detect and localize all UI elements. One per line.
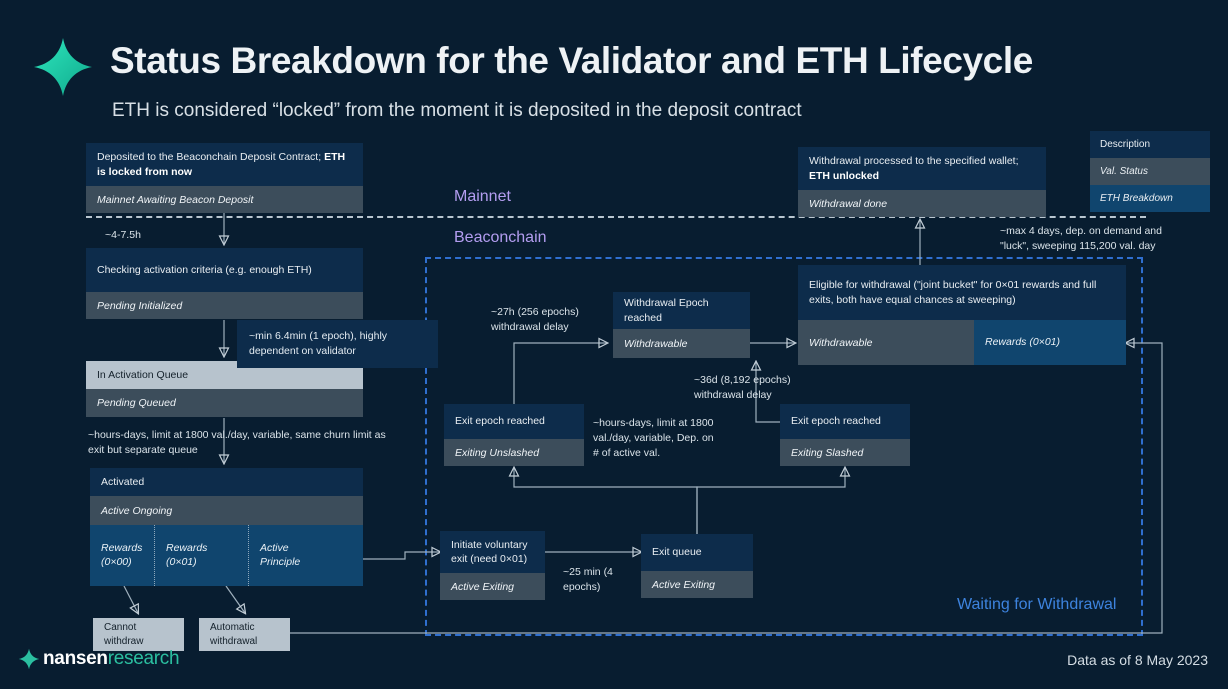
- node-activated[interactable]: Activated Active Ongoing Rewards (0×00) …: [90, 468, 363, 586]
- page-title: Status Breakdown for the Validator and E…: [110, 40, 1033, 81]
- node-exit-epoch-unslashed[interactable]: Exit epoch reached Exiting Unslashed: [444, 404, 584, 466]
- nansen-diamond-icon: [34, 38, 92, 96]
- footer-logo: nansen research: [18, 648, 180, 670]
- legend-item-eth-breakdown: ETH Breakdown: [1090, 185, 1210, 212]
- node-deposited-description: Deposited to the Beaconchain Deposit Con…: [86, 143, 363, 186]
- zone-label-waiting-for-withdrawal: Waiting for Withdrawal: [957, 596, 1117, 613]
- node-eligible-status: Withdrawable: [798, 320, 974, 365]
- nansen-diamond-icon: [18, 648, 40, 670]
- footer-brand-primary: nansen: [43, 648, 108, 669]
- node-exit-queue-description: Exit queue: [641, 534, 753, 571]
- node-exit-epoch-slashed[interactable]: Exit epoch reached Exiting Slashed: [780, 404, 910, 466]
- node-checking-activation[interactable]: Checking activation criteria (e.g. enoug…: [86, 248, 363, 319]
- node-exit-epoch-slashed-status: Exiting Slashed: [780, 439, 910, 466]
- node-eligible-eth-rewards-0x01: Rewards (0×01): [974, 320, 1126, 365]
- node-exit-epoch-unslashed-description: Exit epoch reached: [444, 404, 584, 439]
- node-withdrawal-epoch-description: Withdrawal Epoch reached: [613, 292, 750, 329]
- node-eligible-description: Eligible for withdrawal ("joint bucket" …: [798, 265, 1126, 320]
- node-activation-queue-status: Pending Queued: [86, 389, 363, 417]
- node-exit-epoch-unslashed-status: Exiting Unslashed: [444, 439, 584, 466]
- node-deposited-status: Mainnet Awaiting Beacon Deposit: [86, 186, 363, 213]
- zone-label-beaconchain: Beaconchain: [454, 229, 547, 246]
- node-withdrawal-done-desc-bold: ETH unlocked: [809, 169, 880, 182]
- node-checking-status: Pending Initialized: [86, 292, 363, 319]
- annotation-withdrawal-delay-8192: ~36d (8,192 epochs) withdrawal delay: [694, 374, 791, 402]
- node-initiate-voluntary-exit[interactable]: Initiate voluntary exit (need 0×01) Acti…: [440, 531, 545, 600]
- annotation-deposit-delay: ~4-7.5h: [105, 229, 141, 241]
- node-deposited-desc-bold: ETH is locked from now: [97, 151, 346, 178]
- node-activated-eth-breakdown: Rewards (0×00) Rewards (0×01) Active Pri…: [90, 525, 363, 586]
- node-initiate-exit-description: Initiate voluntary exit (need 0×01): [440, 531, 545, 573]
- eth-cell-rewards-0x01: Rewards (0×01): [154, 525, 248, 586]
- node-activated-description: Activated: [90, 468, 363, 496]
- node-checking-description: Checking activation criteria (e.g. enoug…: [86, 248, 363, 292]
- node-deposited[interactable]: Deposited to the Beaconchain Deposit Con…: [86, 143, 363, 213]
- node-exit-queue-status: Active Exiting: [641, 571, 753, 598]
- node-eligible-breakdown-row: Withdrawable Rewards (0×01): [798, 320, 1126, 365]
- footer-brand-secondary: research: [107, 648, 180, 669]
- legend-item-description: Description: [1090, 131, 1210, 158]
- zone-label-mainnet: Mainnet: [454, 188, 511, 205]
- node-withdrawal-done-status: Withdrawal done: [798, 190, 1046, 217]
- node-withdrawal-done[interactable]: Withdrawal processed to the specified wa…: [798, 147, 1046, 217]
- node-exit-epoch-slashed-description: Exit epoch reached: [780, 404, 910, 439]
- node-withdrawal-epoch-reached[interactable]: Withdrawal Epoch reached Withdrawable: [613, 292, 750, 358]
- eth-cell-rewards-0x00: Rewards (0×00): [101, 541, 143, 568]
- node-activated-status: Active Ongoing: [90, 496, 363, 525]
- footer-date: Data as of 8 May 2023: [1067, 652, 1208, 668]
- legend-item-val-status: Val. Status: [1090, 158, 1210, 185]
- node-eligible-for-withdrawal[interactable]: Eligible for withdrawal ("joint bucket" …: [798, 265, 1126, 365]
- node-exit-queue[interactable]: Exit queue Active Exiting: [641, 534, 753, 598]
- mainnet-beaconchain-divider: [86, 216, 1146, 218]
- annotation-exit-epoch-delay: ~25 min (4 epochs): [563, 566, 613, 594]
- node-automatic-withdrawal[interactable]: Automatic withdrawal: [199, 618, 290, 651]
- node-withdrawal-done-desc-text: Withdrawal processed to the specified wa…: [809, 155, 1019, 168]
- annotation-sweep-note: ~max 4 days, dep. on demand and "luck", …: [1000, 225, 1162, 253]
- node-initiate-exit-status: Active Exiting: [440, 573, 545, 600]
- annotation-withdrawal-delay-256: ~27h (256 epochs) withdrawal delay: [491, 306, 579, 334]
- node-withdrawal-done-description: Withdrawal processed to the specified wa…: [798, 147, 1046, 190]
- page-subtitle: ETH is considered “locked” from the mome…: [112, 100, 802, 121]
- annotation-epoch-note: ~min 6.4min (1 epoch), highly dependent …: [237, 320, 438, 369]
- annotation-queue-note: ~hours-days, limit at 1800 val./day, var…: [88, 429, 386, 457]
- node-withdrawal-epoch-status: Withdrawable: [613, 329, 750, 358]
- node-deposited-desc-text: Deposited to the Beaconchain Deposit Con…: [97, 151, 325, 164]
- legend: Description Val. Status ETH Breakdown: [1090, 131, 1210, 212]
- node-activation-queue[interactable]: In Activation Queue Pending Queued: [86, 361, 363, 417]
- node-cannot-withdraw[interactable]: Cannot withdraw: [93, 618, 184, 651]
- annotation-exit-churn: ~hours-days, limit at 1800 val./day, var…: [593, 417, 714, 460]
- eth-cell-active-principle: Active Principle: [248, 525, 363, 586]
